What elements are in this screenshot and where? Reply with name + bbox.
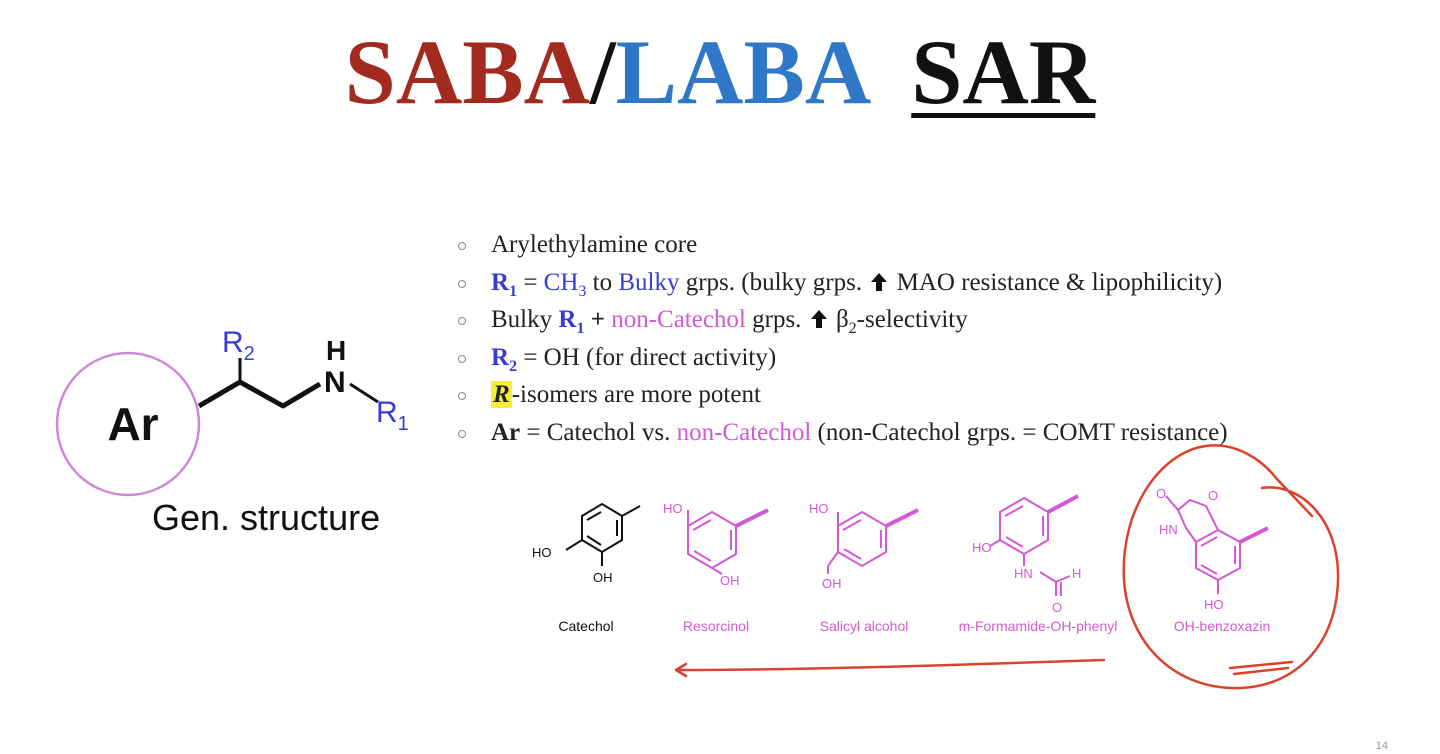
r1-bond [349, 382, 379, 404]
svg-text:H: H [1072, 566, 1081, 581]
svg-text:HN: HN [1159, 522, 1178, 537]
svg-text:O: O [1156, 486, 1166, 501]
svg-text:O: O [1052, 600, 1062, 615]
svg-text:OH: OH [593, 570, 613, 585]
title-laba: LABA [615, 21, 872, 123]
chain-bonds [197, 379, 322, 409]
up-arrow-icon [810, 310, 827, 328]
title-saba: SABA [344, 21, 591, 123]
bullet-r2-oh: R2 = OH (for direct activity) [455, 339, 1415, 377]
svg-text:HO: HO [809, 501, 829, 516]
salicyl-alcohol-structure: HO OH [809, 501, 919, 591]
title-slash: / [590, 21, 616, 123]
annotation-circle [1122, 444, 1340, 690]
annotation-arrow [674, 658, 1106, 678]
aryl-ring-circle [55, 351, 201, 497]
nh-n-label: N [324, 366, 346, 399]
highlighted-r: R [491, 381, 512, 408]
up-arrow-icon [871, 272, 888, 291]
r1-label: R1 [376, 396, 409, 435]
svg-text:HO: HO [972, 540, 992, 555]
nh-h-label: H [326, 335, 346, 366]
svg-text:HN: HN [1014, 566, 1033, 581]
r2-label: R2 [222, 326, 255, 365]
catechol-structure: HO OH [532, 502, 641, 585]
label-catechol: Catechol [558, 618, 614, 634]
svg-text:HO: HO [663, 501, 683, 516]
formamide-phenyl-structure: HO HN H O [972, 494, 1081, 615]
page-number: 14 [1375, 740, 1388, 752]
bullet-core: Arylethylamine core [455, 226, 1415, 264]
bullet-r-isomers: R-isomers are more potent [455, 376, 1415, 414]
benzoxazin-structure: O O HN HO [1156, 486, 1269, 612]
ar-label: Ar [107, 398, 158, 450]
bullet-r1-bulky: R1 = CH3 to Bulky grps. (bulky grps. MAO… [455, 264, 1415, 302]
svg-text:OH: OH [822, 576, 842, 591]
label-salicyl-alcohol: Salicyl alcohol [819, 618, 909, 634]
label-resorcinol: Resorcinol [682, 618, 750, 634]
bullet-selectivity: Bulky R1 + non-Catechol grps. β2-selecti… [455, 301, 1415, 339]
slide-title: SABA/LABA SAR [0, 22, 1440, 122]
svg-text:OH: OH [720, 573, 740, 588]
annotation-scribble [1228, 660, 1294, 676]
svg-text:HO: HO [532, 545, 552, 560]
bullet-ar-catechol: Ar = Catechol vs. non-Catechol (non-Cate… [455, 414, 1415, 452]
svg-text:O: O [1208, 488, 1218, 503]
resorcinol-structure: HO OH [663, 501, 769, 588]
sar-bullet-list: Arylethylamine core R1 = CH3 to Bulky gr… [455, 226, 1415, 451]
general-structure: Ar R2 H N R1 [55, 326, 409, 497]
label-benzoxazin: OH-benzoxazin [1173, 618, 1271, 634]
svg-text:HO: HO [1204, 597, 1224, 612]
label-formamide-phenyl: m-Formamide-OH-phenyl [958, 618, 1118, 634]
annotation-marks [674, 444, 1340, 690]
title-sar: SAR [911, 21, 1096, 123]
gen-structure-caption: Gen. structure [152, 497, 381, 538]
